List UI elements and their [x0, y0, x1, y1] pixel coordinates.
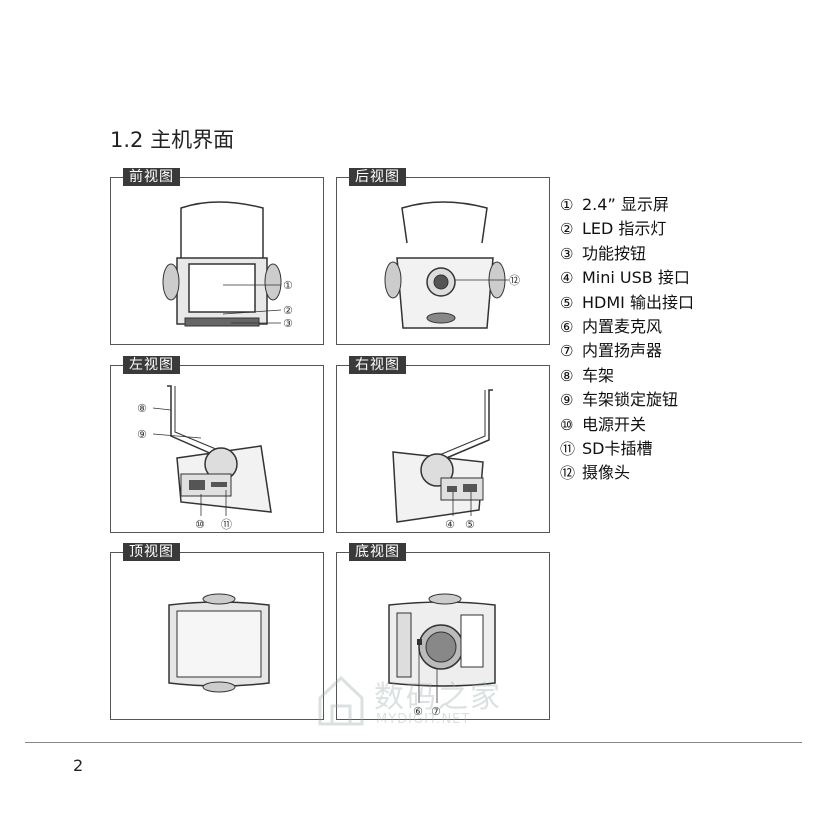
legend-text: 摄像头 — [582, 463, 631, 483]
watermark-en: MYDIGIT.NET — [376, 712, 471, 727]
callout-5: ⑤ — [465, 518, 475, 531]
legend-text: Mini USB 接口 — [582, 268, 690, 288]
section-title: 1.2 主机界面 — [110, 128, 235, 152]
legend-item: ④ Mini USB 接口 — [560, 266, 694, 290]
legend-text: 2.4” 显示屏 — [582, 195, 669, 214]
callout-10: ⑩ — [195, 518, 205, 531]
legend-item: ⑦ 内置扬声器 — [560, 339, 694, 363]
callout-12: ⑫ — [509, 274, 520, 287]
legend-item: ⑥ 内置麦克风 — [560, 315, 694, 339]
callout-6: ⑥ — [413, 705, 423, 718]
legend-num: ⑪ — [560, 440, 576, 459]
legend-num: ⑤ — [560, 293, 574, 312]
left-view-label: 左视图 — [123, 356, 180, 374]
footer-divider — [25, 742, 802, 743]
legend-text: 电源开关 — [582, 414, 647, 434]
legend-item: ⑤ HDMI 输出接口 — [560, 291, 694, 315]
right-view-label: 右视图 — [349, 356, 406, 374]
legend-text: 内置扬声器 — [582, 341, 663, 361]
legend-text: 车架 — [582, 365, 615, 385]
top-view-drawing — [168, 593, 270, 693]
top-view-label: 顶视图 — [123, 543, 180, 561]
legend-num: ③ — [560, 244, 574, 263]
legend-text: 车架锁定旋钮 — [582, 390, 679, 410]
callout-3: ③ — [283, 317, 293, 330]
house-logo-icon — [318, 675, 364, 726]
legend-item: ⑫ 摄像头 — [560, 461, 694, 485]
legend-num: ⑫ — [560, 464, 576, 483]
callout-1: ① — [283, 279, 293, 292]
back-view-panel: 后视图 ⑫ — [336, 168, 550, 345]
legend-item: ⑧ 车架 — [560, 364, 694, 388]
back-view-drawing: ⑫ — [384, 201, 520, 329]
legend-item: ⑩ 电源开关 — [560, 413, 694, 437]
callout-9: ⑨ — [137, 428, 147, 441]
bottom-view-label: 底视图 — [349, 543, 406, 561]
front-view-drawing: ① ② ③ — [162, 201, 293, 330]
callout-7: ⑦ — [431, 705, 441, 718]
callout-2: ② — [283, 304, 293, 317]
legend-num: ② — [560, 220, 574, 239]
legend-item: ② LED 指示灯 — [560, 217, 694, 241]
bottom-view-drawing: ⑥ ⑦ — [388, 593, 496, 718]
callout-4: ④ — [445, 518, 455, 531]
legend-text: HDMI 输出接口 — [582, 292, 694, 312]
legend-num: ⑨ — [560, 391, 574, 410]
front-view-panel: 前视图 ① ② ③ — [110, 168, 324, 345]
legend-text: 功能按钮 — [582, 243, 647, 263]
page-number: 2 — [73, 756, 84, 775]
watermark-cn: 数码之家 — [374, 680, 502, 715]
right-view-panel: 右视图 ④ ⑤ — [336, 356, 550, 533]
right-view-drawing: ④ ⑤ — [392, 389, 493, 531]
legend-text: SD卡插槽 — [582, 439, 653, 459]
legend-num: ⑥ — [560, 318, 574, 337]
callout-11: ⑪ — [221, 518, 232, 531]
legend-num: ⑧ — [560, 366, 574, 385]
legend-num: ① — [560, 196, 574, 214]
legend-num: ④ — [560, 269, 574, 288]
top-view-panel: 顶视图 — [110, 543, 324, 720]
legend-item: ③ 功能按钮 — [560, 242, 694, 266]
legend-text: 内置麦克风 — [582, 317, 663, 337]
legend-num: ⑩ — [560, 415, 574, 434]
legend-text: LED 指示灯 — [582, 219, 667, 239]
watermark: 数码之家 MYDIGIT.NET — [316, 670, 516, 735]
bottom-view-panel: 底视图 ⑥ ⑦ — [336, 543, 550, 720]
legend-item: ⑨ 车架锁定旋钮 — [560, 388, 694, 412]
left-view-panel: 左视图 ⑧ ⑨ ⑩ ⑪ — [110, 356, 324, 533]
legend-item: ⑪ SD卡插槽 — [560, 437, 694, 461]
legend-num: ⑦ — [560, 342, 574, 361]
legend-item: ① 2.4” 显示屏 — [560, 193, 694, 217]
front-view-label: 前视图 — [123, 168, 180, 186]
back-view-label: 后视图 — [349, 168, 406, 186]
left-view-drawing: ⑧ ⑨ ⑩ ⑪ — [137, 385, 272, 531]
callout-8: ⑧ — [137, 402, 147, 415]
